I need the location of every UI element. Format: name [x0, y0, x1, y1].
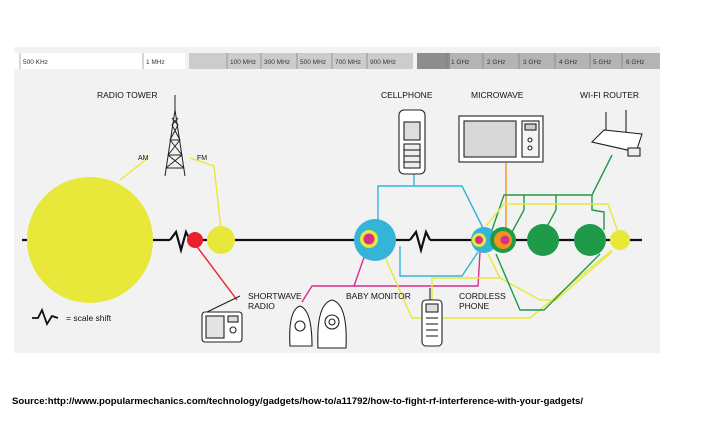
cellphone-connector-right [414, 185, 485, 231]
wifi-circle-3ghz [527, 224, 559, 256]
scale-band-mhz [189, 53, 413, 69]
cellphone-connector-left [377, 174, 415, 224]
cellphone-icon [398, 109, 426, 175]
label-cordless-line2: PHONE [459, 301, 490, 311]
fm-connector [189, 157, 222, 231]
baby-monitor-circle-900 [363, 233, 375, 245]
label-cordless-line1: CORDLESS [459, 291, 506, 301]
wifi-connector-lower [495, 253, 601, 311]
baby-monitor-connector-right [354, 251, 481, 287]
tick-1mhz: 1 MHz [146, 59, 165, 66]
tick-900mhz: 900 MHz [370, 59, 396, 66]
baby-monitor-circle-2ghz [475, 236, 483, 244]
legend-scale-shift-label: = scale shift [66, 313, 112, 323]
label-microwave: MICROWAVE [471, 90, 524, 100]
microwave-icon [458, 115, 544, 163]
tick-300mhz: 300 MHz [264, 59, 290, 66]
baby-monitor-circle-2ghz-b [500, 235, 510, 245]
tick-2ghz: 2 GHz [487, 59, 505, 66]
cordless-connector-b [431, 253, 502, 300]
cordless-circle-6ghz [610, 230, 630, 250]
label-shortwave-line1: SHORTWAVE [248, 291, 302, 301]
label-cellphone: CELLPHONE [381, 90, 433, 100]
cordless-phone-icon [421, 288, 443, 347]
shortwave-circle [187, 232, 203, 248]
cordless-connector-d [440, 249, 613, 319]
wifi-connector-a [491, 154, 613, 231]
label-am: AM [138, 155, 149, 162]
tick-3ghz: 3 GHz [523, 59, 541, 66]
cordless-connector-c [499, 251, 613, 301]
scale-shift-marker-2 [409, 228, 431, 255]
wifi-router-icon [590, 110, 643, 157]
wifi-circle-5ghz [574, 224, 606, 256]
tick-1ghz: 1 GHz [451, 59, 469, 66]
shortwave-radio-icon [201, 295, 243, 343]
cellphone-connector-lower [399, 246, 479, 277]
tick-5ghz: 5 GHz [593, 59, 611, 66]
label-radio-tower: RADIO TOWER [97, 90, 158, 100]
scale-shift-icon [32, 307, 59, 327]
baby-monitor-icon [289, 299, 347, 349]
baby-monitor-connector-left [301, 245, 369, 303]
label-baby-monitor: BABY MONITOR [346, 291, 411, 301]
cordless-connector-a [379, 245, 426, 319]
label-wifi-router: WI-FI ROUTER [580, 90, 639, 100]
wifi-connector-c [591, 195, 605, 230]
shortwave-connector [194, 243, 238, 301]
cordless-connector-upper [485, 203, 619, 233]
tick-700mhz: 700 MHz [335, 59, 361, 66]
tick-500mhz: 500 MHz [300, 59, 326, 66]
tick-100mhz: 100 MHz [230, 59, 256, 66]
scale-shift-marker-1 [169, 228, 191, 255]
am-circle [27, 177, 153, 303]
wifi-connector-d [543, 195, 557, 233]
label-fm: FM [197, 155, 207, 162]
label-shortwave-line2: RADIO [248, 301, 275, 311]
tick-500khz: 500 KHz [23, 59, 48, 66]
source-citation: Source:http://www.popularmechanics.com/t… [12, 396, 584, 407]
fm-circle [207, 226, 235, 254]
tick-4ghz: 4 GHz [559, 59, 577, 66]
tick-6ghz: 6 GHz [626, 59, 644, 66]
wifi-connector-b [511, 195, 525, 233]
radio-tower-icon [164, 95, 186, 177]
am-connector [119, 157, 149, 181]
scale-band-khz [14, 53, 185, 69]
